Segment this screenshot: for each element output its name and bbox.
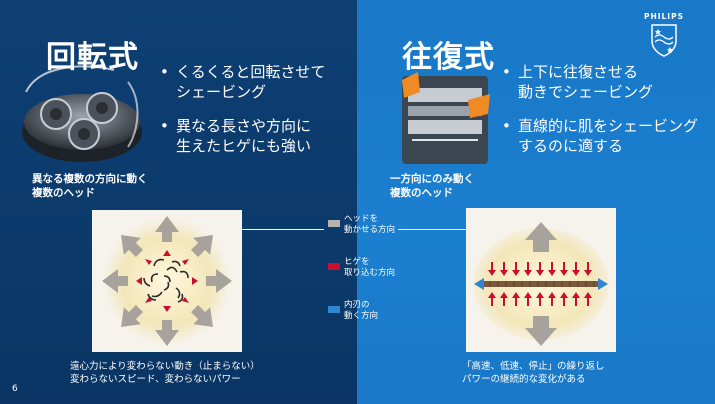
legend-item-hair-intake: ヒゲを 取り込む方向 <box>328 257 408 279</box>
rotary-bullet: 異なる長さや方向に 生えたヒゲにも強い <box>158 116 353 156</box>
reciprocating-motion-diagram <box>466 208 616 352</box>
legend-item-blade-direction: 内刃の 動く方向 <box>328 300 408 322</box>
rotary-caption: 異なる複数の方向に動く 複数のヘッド <box>32 173 148 199</box>
legend-swatch-red <box>328 263 340 270</box>
legend-label: ヘッドを 動かせる方向 <box>344 214 396 235</box>
rotary-footer-note: 遠心力により変わらない動き（止まらない） 変わらないスピード、変わらないパワー <box>70 361 260 385</box>
legend-item-head-direction: ヘッドを 動かせる方向 <box>328 214 408 236</box>
philips-logo: PHILIPS <box>641 12 687 61</box>
rotary-bullet: くるくると回転させて シェービング <box>158 62 353 102</box>
rotary-title: 回転式 <box>46 40 139 75</box>
page-number: 6 <box>12 384 18 394</box>
legend-label: ヒゲを 取り込む方向 <box>344 257 396 278</box>
reciprocating-shaver-head-image <box>402 72 490 164</box>
connector-line-right <box>398 229 466 230</box>
legend-swatch-gray <box>328 220 340 227</box>
rotary-shaver-head-image <box>22 65 142 162</box>
reciprocating-footer-note: 「高速、低速、停止」の繰り返し パワーの継続的な変化がある <box>462 361 605 385</box>
legend: ヘッドを 動かせる方向 ヒゲを 取り込む方向 内刃の 動く方向 <box>328 214 408 343</box>
brand-wordmark: PHILIPS <box>643 12 685 21</box>
rotary-bullet-list: くるくると回転させて シェービング 異なる長さや方向に 生えたヒゲにも強い <box>158 62 353 170</box>
reciprocating-bullet-list: 上下に往復させる 動きでシェービング 直線的に肌をシェービング するのに適する <box>500 62 712 170</box>
connector-line-left <box>242 229 324 230</box>
reciprocating-title: 往復式 <box>402 40 495 75</box>
legend-swatch-blue <box>328 306 340 313</box>
reciprocating-bullet: 直線的に肌をシェービング するのに適する <box>500 116 712 156</box>
legend-label: 内刃の 動く方向 <box>344 300 379 321</box>
rotary-motion-diagram <box>92 210 242 352</box>
reciprocating-caption: 一方向にのみ動く 複数のヘッド <box>390 173 474 199</box>
reciprocating-bullet: 上下に往復させる 動きでシェービング <box>500 62 712 102</box>
shield-icon <box>651 24 677 57</box>
